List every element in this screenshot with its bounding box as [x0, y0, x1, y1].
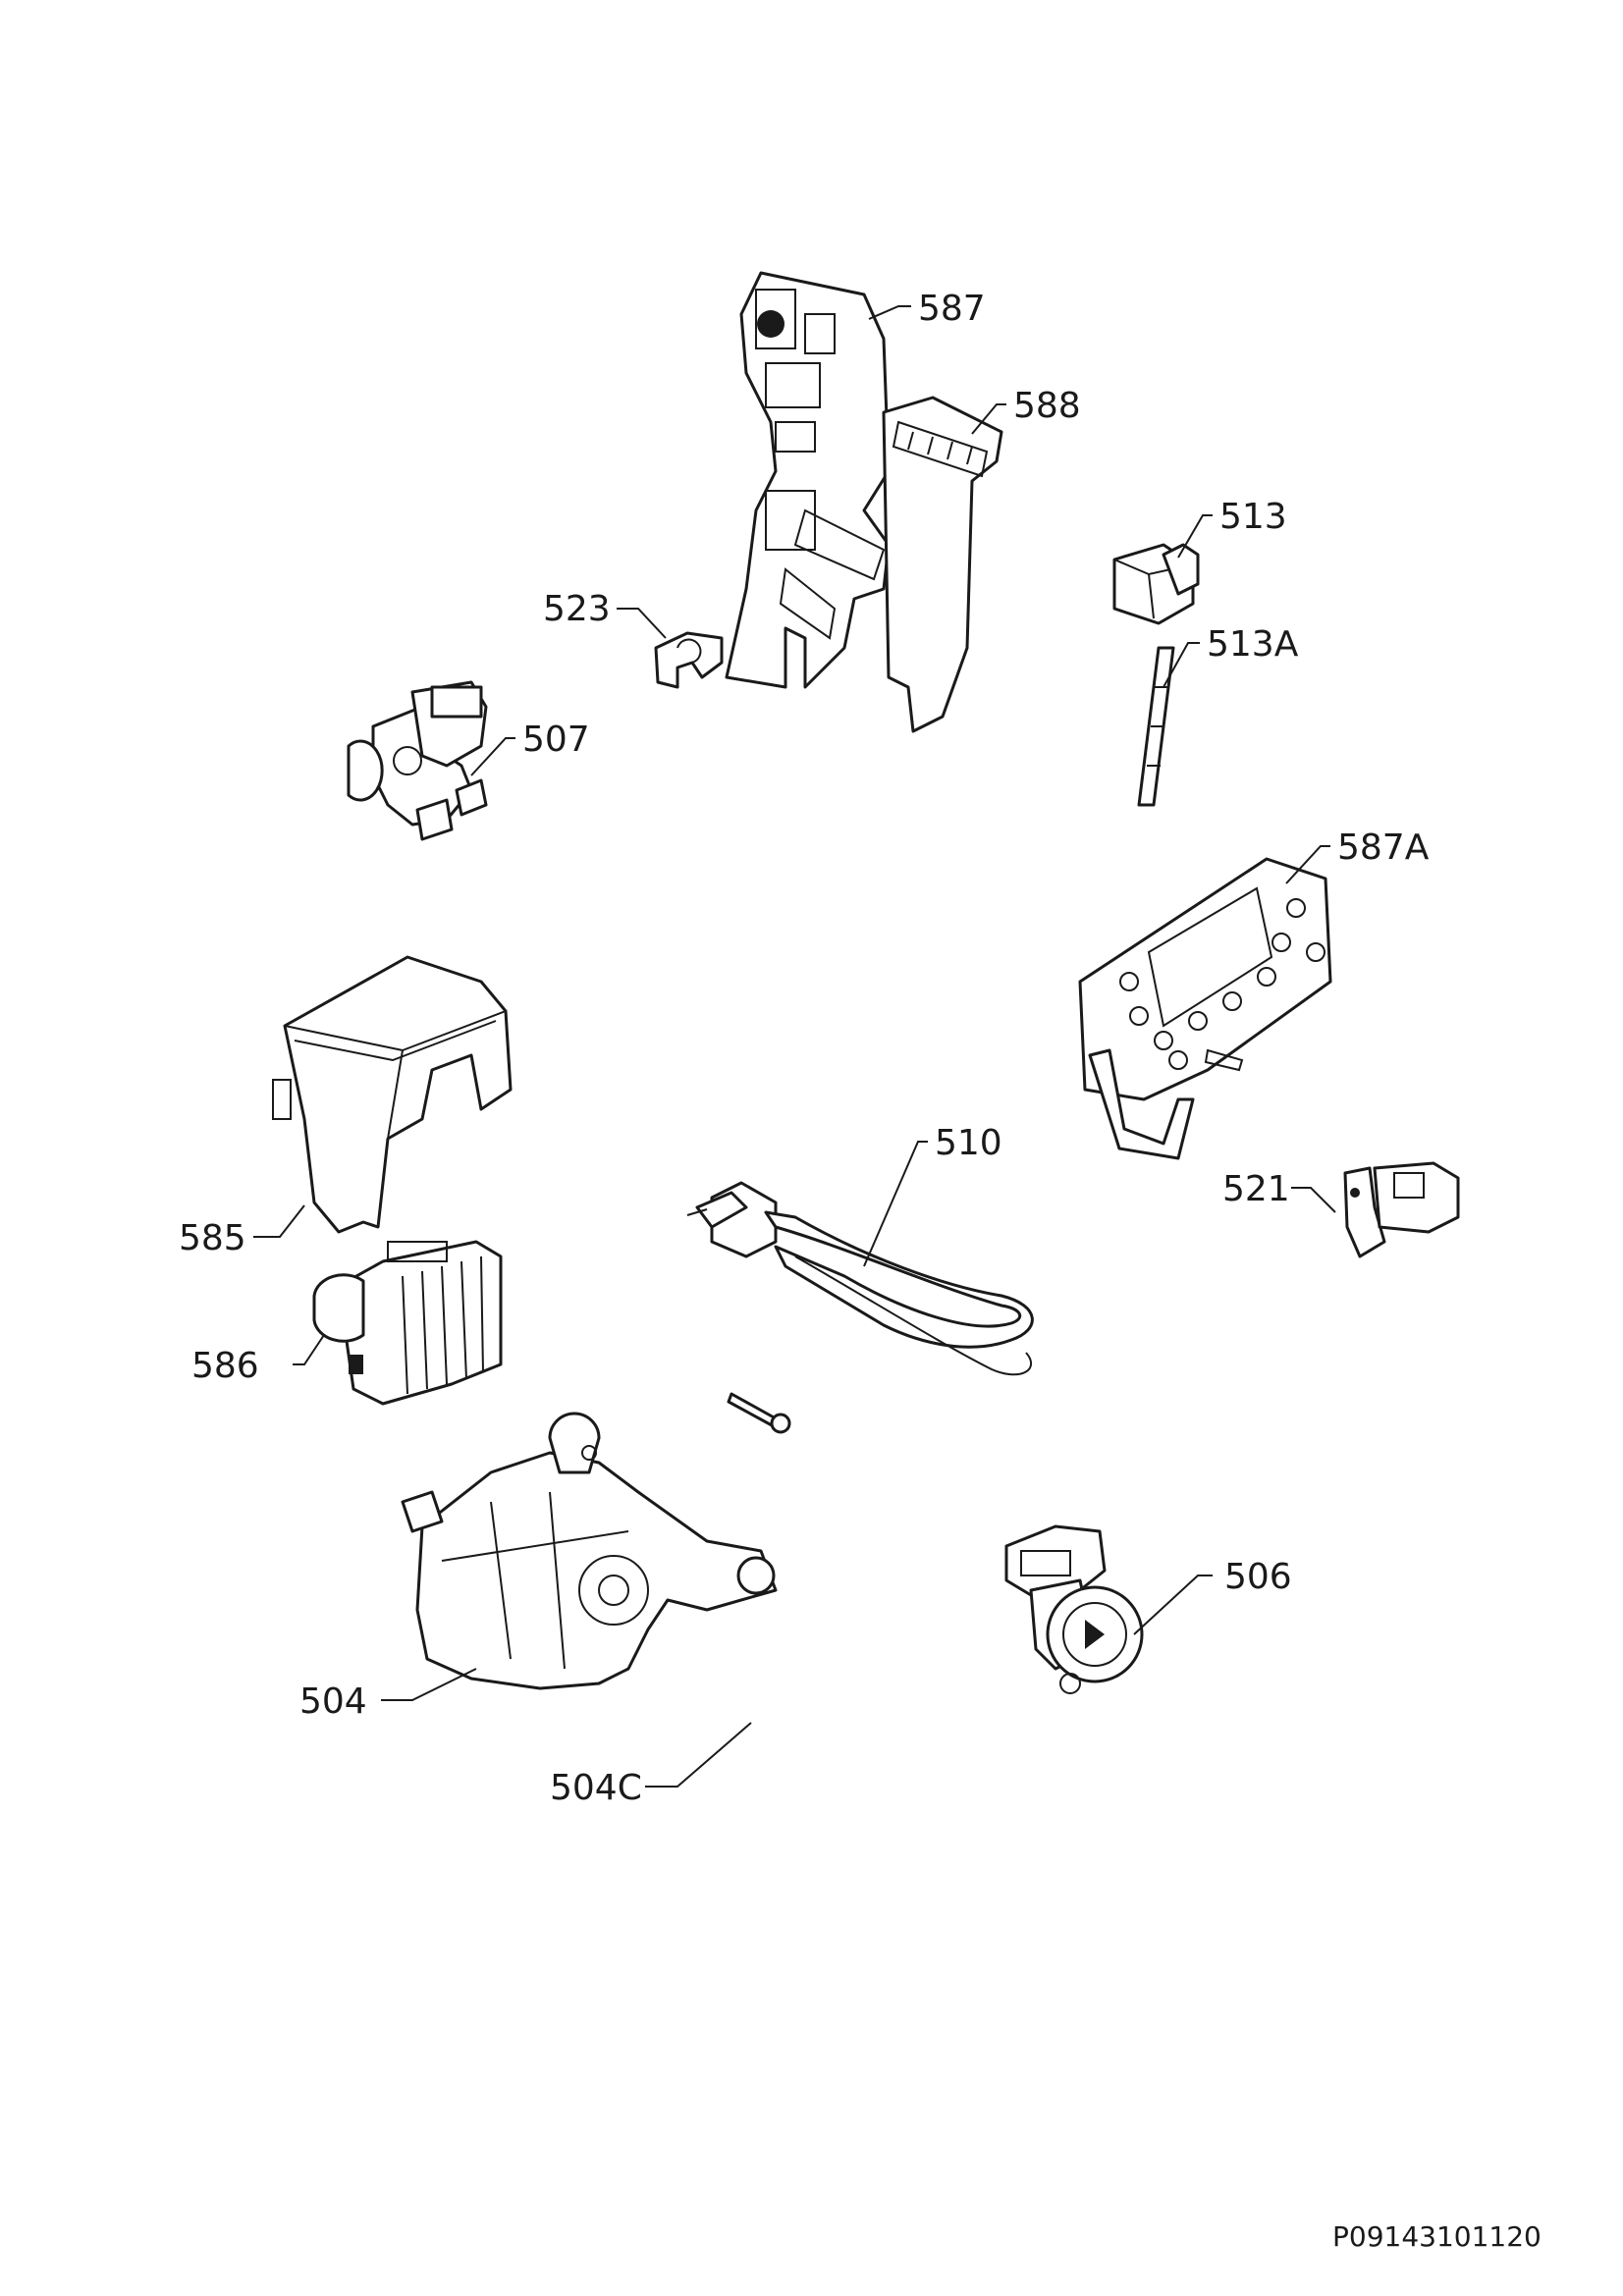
drain-pump-506 [1004, 1524, 1144, 1694]
relay-513 [1112, 543, 1200, 625]
door-lock-521 [1343, 1161, 1460, 1258]
board-bracket-588 [882, 396, 1003, 733]
display-board-587a [1078, 857, 1332, 1160]
rod-513a [1137, 646, 1175, 807]
callout-521: 521 [1222, 1169, 1290, 1209]
callout-504: 504 [299, 1682, 367, 1722]
heater-510 [686, 1181, 1034, 1376]
callout-510: 510 [935, 1123, 1002, 1163]
callout-506: 506 [1224, 1557, 1292, 1597]
callout-513: 513 [1219, 497, 1287, 537]
document-code: P09143101120 [1332, 2220, 1542, 2253]
clip-523 [654, 631, 724, 689]
callout-586: 586 [191, 1346, 259, 1386]
leader-lines [253, 305, 1336, 1788]
callout-507: 507 [522, 720, 590, 760]
callout-587a: 587A [1337, 828, 1430, 868]
callout-523: 523 [543, 589, 611, 629]
motor-504 [401, 1412, 778, 1690]
cover-585 [272, 955, 513, 1234]
callout-585: 585 [179, 1218, 246, 1258]
callout-504c: 504C [550, 1768, 642, 1808]
control-board-587 [725, 271, 891, 689]
motor-controller-586 [312, 1240, 503, 1406]
screw-504c [727, 1392, 791, 1434]
callout-587: 587 [918, 289, 986, 329]
inlet-valve-507 [347, 680, 488, 841]
callout-513a: 513A [1207, 624, 1299, 665]
callout-588: 588 [1013, 386, 1081, 426]
